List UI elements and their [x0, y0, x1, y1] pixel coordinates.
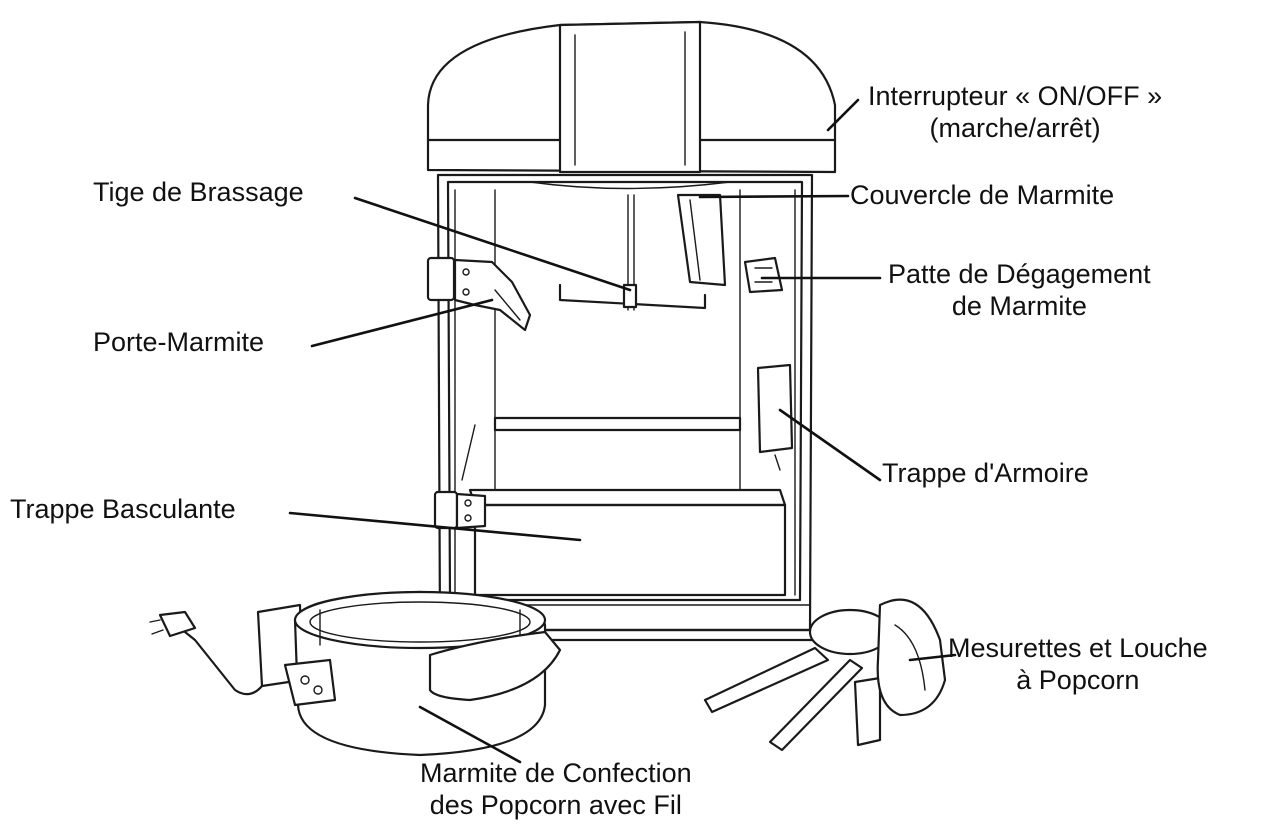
- scoops-and-ladle: [705, 600, 945, 750]
- label-power-switch-line1: Interrupteur « ON/OFF »: [868, 80, 1162, 112]
- cabinet-door-panel: [758, 365, 792, 470]
- kettle-with-cord: [150, 592, 560, 755]
- tilting-door-tray: [435, 425, 785, 595]
- kettle-holder-bracket: [428, 258, 530, 330]
- label-kettle-holder: Porte-Marmite: [93, 326, 264, 358]
- label-kettle-lid: Couvercle de Marmite: [850, 179, 1114, 211]
- label-stir-rod: Tige de Brassage: [93, 176, 304, 208]
- label-release-tab: Patte de Dégagement de Marmite: [888, 258, 1151, 322]
- label-scoops-line2: à Popcorn: [948, 664, 1208, 696]
- label-kettle-line1: Marmite de Confection: [420, 757, 692, 789]
- label-release-tab-line2: de Marmite: [888, 290, 1151, 322]
- leader-kettle-lid: [700, 196, 848, 197]
- label-release-tab-line1: Patte de Dégagement: [888, 258, 1151, 290]
- leader-kettle-holder: [312, 300, 492, 346]
- label-kettle-holder-line1: Porte-Marmite: [93, 326, 264, 358]
- label-power-switch-line2: (marche/arrêt): [868, 112, 1162, 144]
- label-stir-rod-line1: Tige de Brassage: [93, 176, 304, 208]
- label-scoops-line1: Mesurettes et Louche: [948, 632, 1208, 664]
- label-tilting-door: Trappe Basculante: [10, 493, 236, 525]
- machine-dome: [428, 22, 835, 172]
- label-kettle: Marmite de Confection des Popcorn avec F…: [420, 757, 692, 821]
- label-power-switch: Interrupteur « ON/OFF » (marche/arrêt): [868, 80, 1162, 144]
- label-cabinet-door-line1: Trappe d'Armoire: [882, 457, 1089, 489]
- label-cabinet-door: Trappe d'Armoire: [882, 457, 1089, 489]
- label-tilting-door-line1: Trappe Basculante: [10, 493, 236, 525]
- label-kettle-line2: des Popcorn avec Fil: [420, 789, 692, 821]
- release-tab-bracket: [745, 258, 782, 292]
- label-scoops: Mesurettes et Louche à Popcorn: [948, 632, 1208, 696]
- label-kettle-lid-line1: Couvercle de Marmite: [850, 179, 1114, 211]
